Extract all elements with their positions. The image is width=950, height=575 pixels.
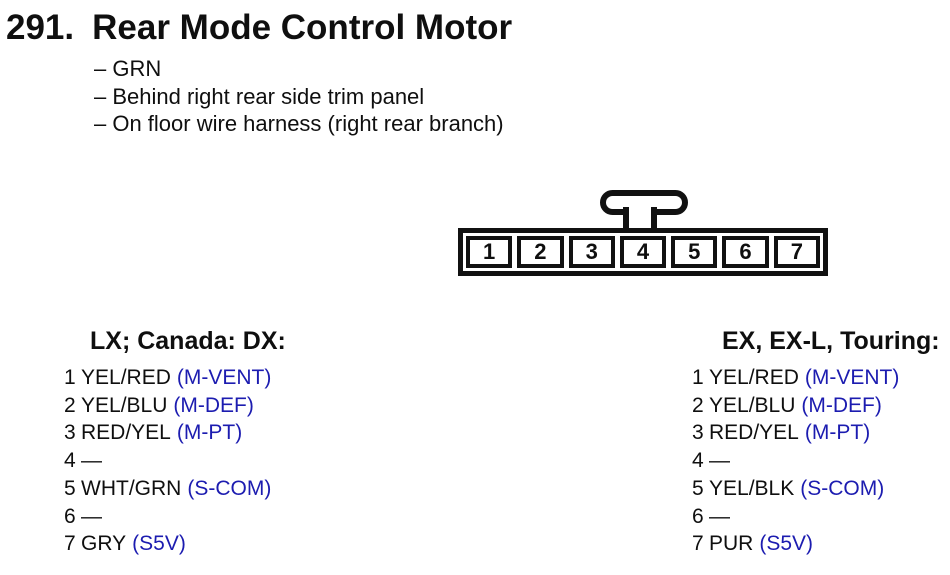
note-location: – Behind right rear side trim panel xyxy=(94,83,425,109)
pin-row: 1 YEL/RED(M-VENT) xyxy=(692,364,899,392)
pin-row: 6 — xyxy=(64,503,271,531)
pin-row: 5 WHT/GRN(S-COM) xyxy=(64,475,271,503)
connector-pin-2: 2 xyxy=(517,236,564,268)
pin-row: 1 YEL/RED(M-VENT) xyxy=(64,364,271,392)
wire-color: PUR xyxy=(709,532,754,556)
pin-row: 2 YEL/BLU(M-DEF) xyxy=(692,392,899,420)
connector-pin-3: 3 xyxy=(568,236,615,268)
pin-number: 2 xyxy=(692,393,704,417)
pin-description: — xyxy=(81,503,108,531)
pin-row: 6 — xyxy=(692,503,899,531)
wire-color: GRY xyxy=(81,532,127,556)
pin-description: YEL/BLU(M-DEF) xyxy=(81,392,254,420)
signal-name: (S-COM) xyxy=(800,476,885,500)
pin-number: 1 xyxy=(64,366,76,389)
pin-number: 6 xyxy=(64,504,76,528)
wire-color: YEL/BLK xyxy=(709,476,795,500)
wire-color: YEL/BLU xyxy=(709,393,796,417)
pin-number: 4 xyxy=(692,449,704,473)
pin-description: — xyxy=(709,503,736,531)
pin-description: YEL/RED(M-VENT) xyxy=(81,364,271,392)
connector-pin-6: 6 xyxy=(722,236,769,268)
pin-number: 5 xyxy=(692,476,704,500)
signal-name: (S5V) xyxy=(759,532,814,556)
wire-color: — xyxy=(81,504,102,528)
connector-diagram: 1 2 3 4 5 6 7 xyxy=(458,228,828,276)
pin-description: — xyxy=(709,447,736,475)
pin-number: 3 xyxy=(64,421,76,445)
signal-name: (M-PT) xyxy=(176,421,243,445)
pin-number: 6 xyxy=(692,504,704,528)
pin-number: 4 xyxy=(64,449,76,473)
wire-color: YEL/RED xyxy=(81,366,171,389)
page-title: 291. Rear Mode Control Motor xyxy=(6,8,512,48)
pinout-header-lx-dx: LX; Canada: DX: xyxy=(90,327,286,355)
connector-latch-stem xyxy=(623,207,657,228)
wire-color: — xyxy=(81,449,102,473)
connector-pin-4: 4 xyxy=(619,236,667,268)
wire-color: WHT/GRN xyxy=(81,476,182,500)
pin-row: 7 GRY(S5V) xyxy=(64,530,271,558)
pin-row: 4 — xyxy=(692,447,899,475)
pin-row: 2 YEL/BLU(M-DEF) xyxy=(64,392,271,420)
pin-description: YEL/RED(M-VENT) xyxy=(709,364,899,392)
signal-name: (M-VENT) xyxy=(176,366,272,389)
wire-color: YEL/BLU xyxy=(81,393,168,417)
pin-row: 5 YEL/BLK(S-COM) xyxy=(692,475,899,503)
connector-pin-5: 5 xyxy=(671,236,718,268)
pin-number: 7 xyxy=(692,532,704,556)
note-harness: – On floor wire harness (right rear bran… xyxy=(94,111,504,136)
pinout-table-lx-dx: 1 YEL/RED(M-VENT) 2 YEL/BLU(M-DEF) 3 RED… xyxy=(64,364,271,558)
wire-color: RED/YEL xyxy=(709,421,799,445)
wire-color: — xyxy=(709,449,730,473)
pin-description: — xyxy=(81,447,108,475)
connector-pin-1: 1 xyxy=(466,236,513,268)
pin-description: PUR(S5V) xyxy=(709,530,813,558)
connector-notes: – GRN – Behind right rear side trim pane… xyxy=(94,55,504,138)
connector-number: 291. xyxy=(6,8,75,47)
pin-number: 7 xyxy=(64,532,76,556)
pin-description: YEL/BLK(S-COM) xyxy=(709,475,884,503)
note-color: – GRN xyxy=(94,56,162,81)
signal-name: (M-DEF) xyxy=(173,393,254,417)
pin-description: YEL/BLU(M-DEF) xyxy=(709,392,882,420)
pin-row: 4 — xyxy=(64,447,271,475)
pin-description: RED/YEL(M-PT) xyxy=(709,419,870,447)
wire-color: RED/YEL xyxy=(81,421,171,445)
pin-number: 5 xyxy=(64,476,76,500)
pinout-header-ex-exl-touring: EX, EX-L, Touring: xyxy=(722,327,940,355)
wire-color: YEL/RED xyxy=(709,366,799,389)
signal-name: (M-VENT) xyxy=(804,366,900,389)
connector-title: Rear Mode Control Motor xyxy=(92,8,513,47)
pin-description: GRY(S5V) xyxy=(81,530,186,558)
signal-name: (S-COM) xyxy=(187,476,272,500)
signal-name: (S5V) xyxy=(132,532,186,556)
pin-row: 3 RED/YEL(M-PT) xyxy=(692,419,899,447)
wire-color: — xyxy=(709,504,730,528)
connector-pin-7: 7 xyxy=(773,236,820,268)
pin-description: WHT/GRN(S-COM) xyxy=(81,475,271,503)
pin-row: 3 RED/YEL(M-PT) xyxy=(64,419,271,447)
signal-name: (M-PT) xyxy=(804,421,871,445)
pin-number: 1 xyxy=(692,366,704,389)
pin-number: 2 xyxy=(64,393,76,417)
pinout-table-ex-exl-touring: 1 YEL/RED(M-VENT) 2 YEL/BLU(M-DEF) 3 RED… xyxy=(692,364,899,558)
pin-description: RED/YEL(M-PT) xyxy=(81,419,242,447)
pin-number: 3 xyxy=(692,421,704,445)
pin-row: 7 PUR(S5V) xyxy=(692,530,899,558)
signal-name: (M-DEF) xyxy=(801,393,882,417)
